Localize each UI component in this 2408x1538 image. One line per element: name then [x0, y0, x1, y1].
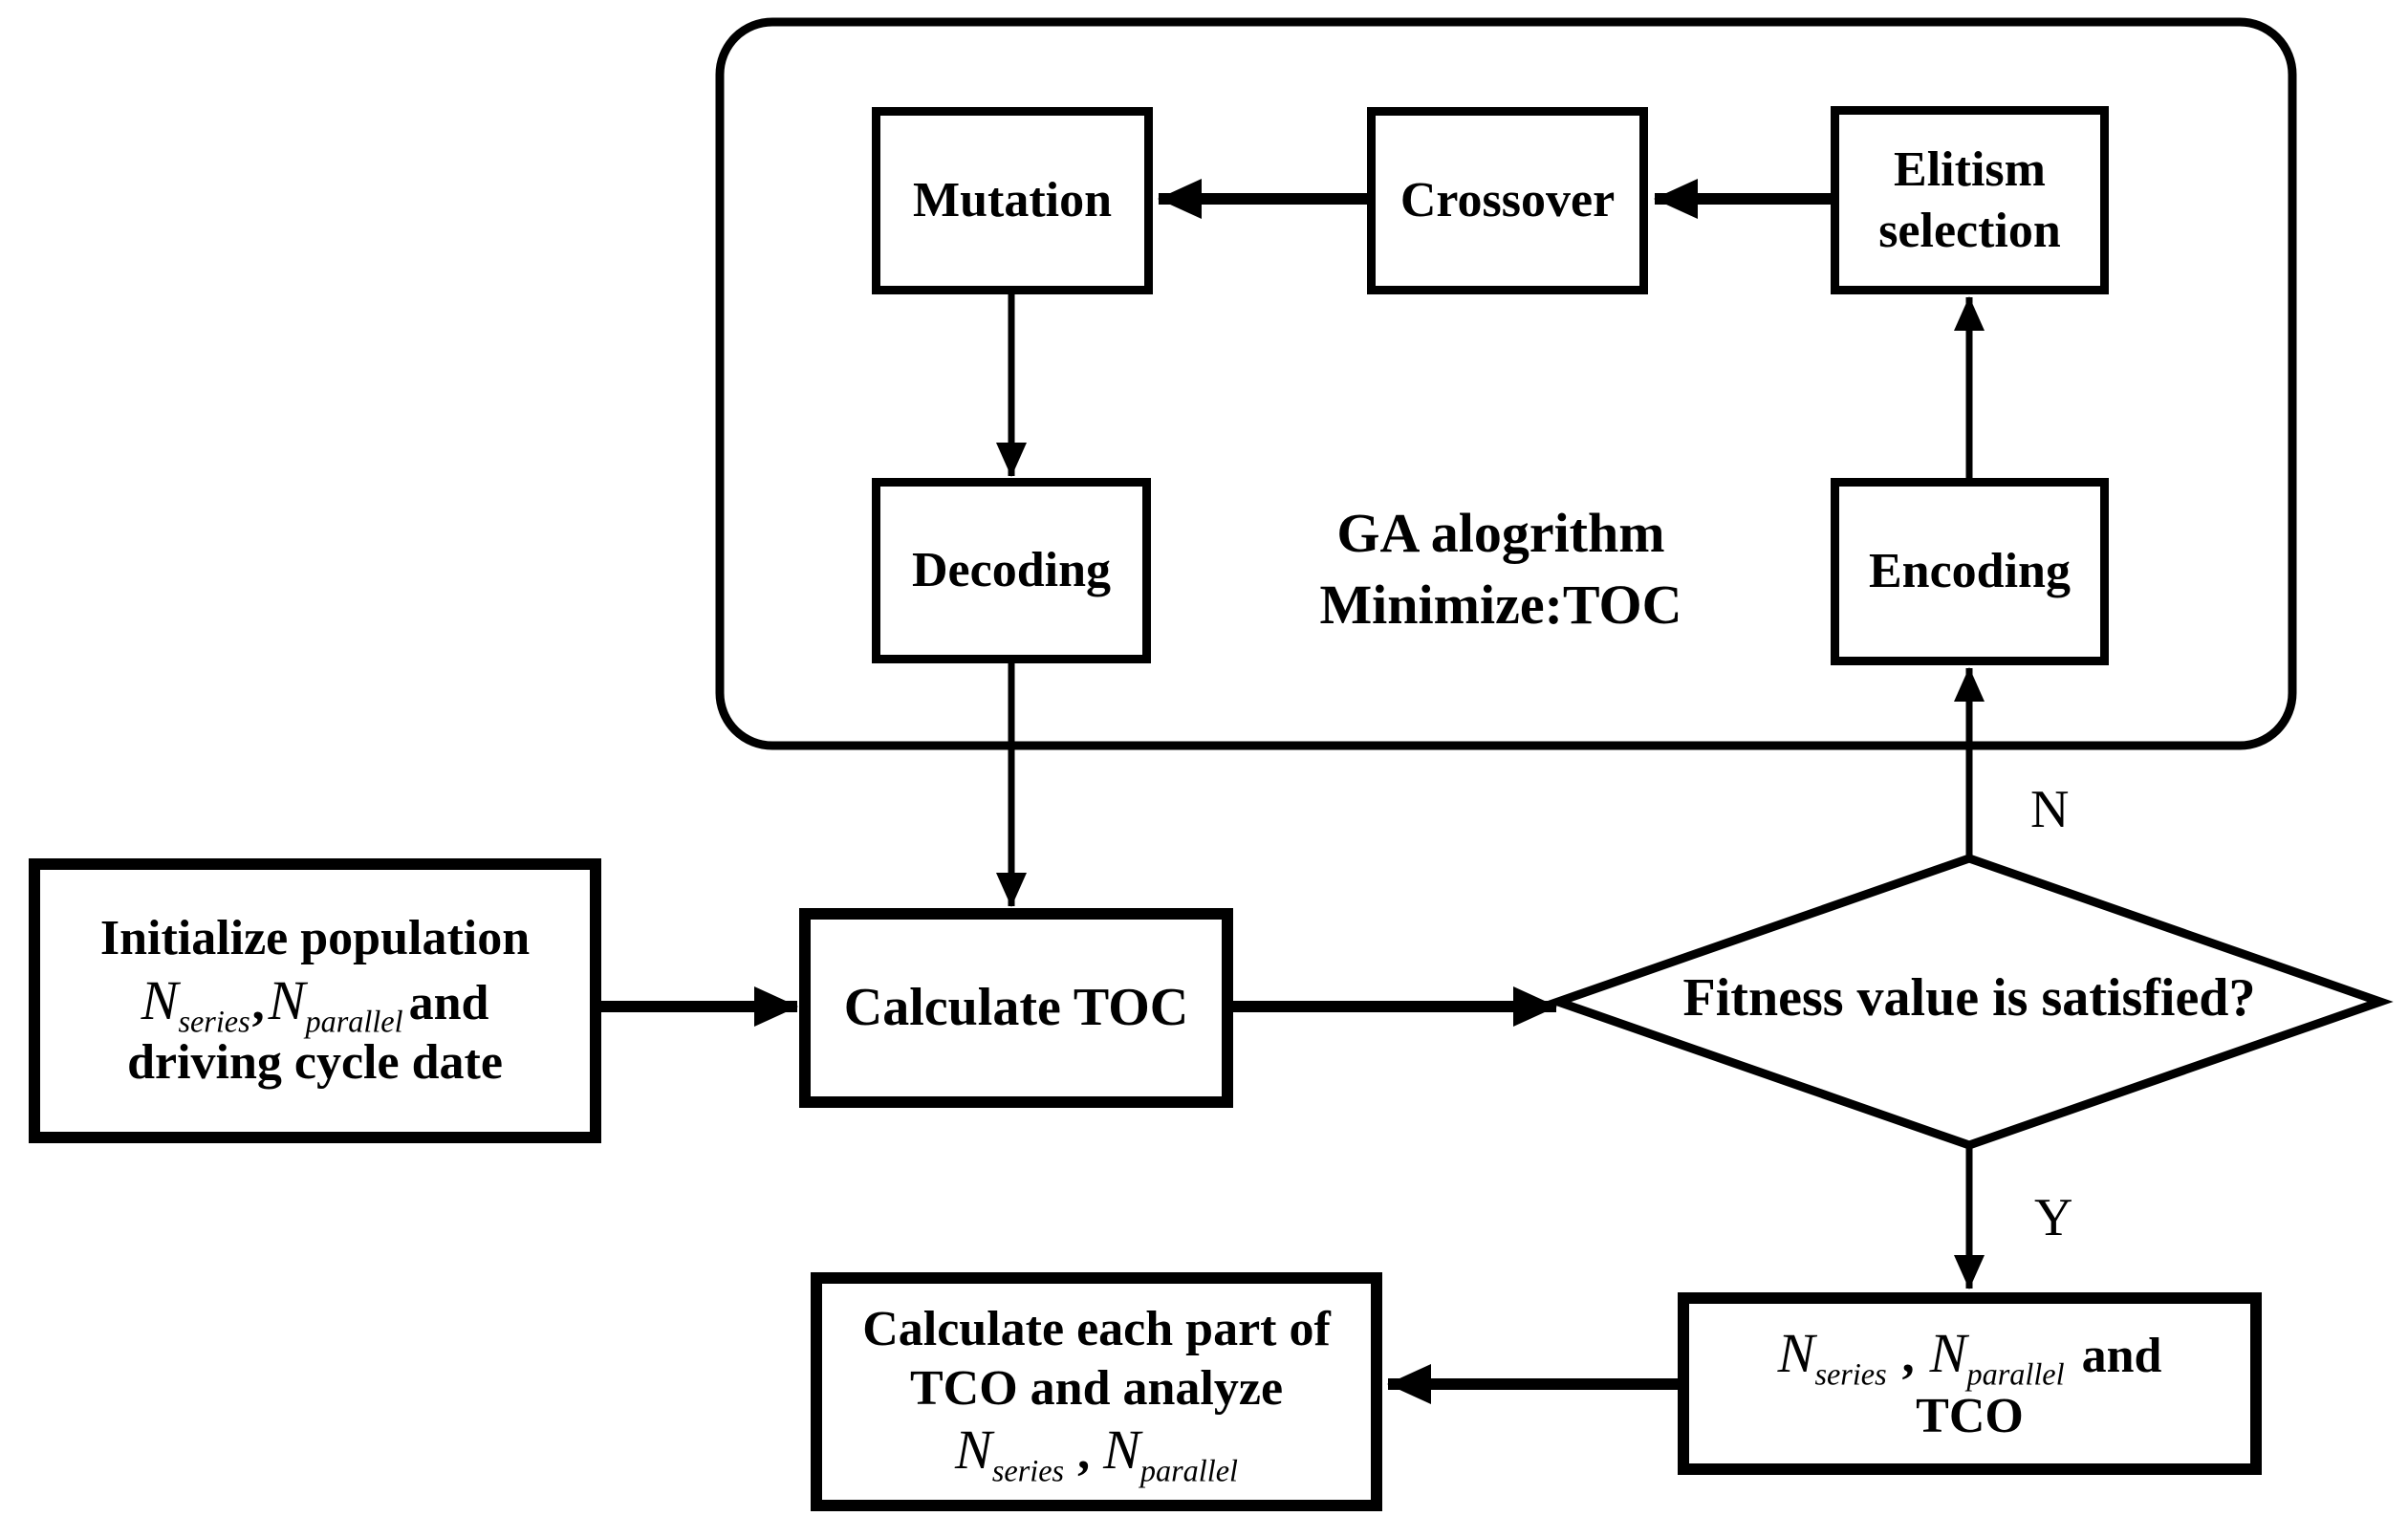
math-parallel-subscript: parallel — [305, 1004, 403, 1039]
math-comma: , — [1901, 1329, 1915, 1384]
decoding-label: Decoding — [912, 543, 1111, 598]
calculate-toc-label: Calculate TOC — [843, 978, 1189, 1038]
node-analyze-tco: Calculate each part of TCO and analyze N… — [811, 1272, 1382, 1511]
math-n-symbol: N — [955, 1419, 992, 1481]
result-math-line: Nseries, Nparallel and — [1777, 1320, 2162, 1390]
elitism-label-line1: Elitism — [1894, 142, 2046, 198]
encoding-label: Encoding — [1869, 544, 2071, 599]
mutation-label: Mutation — [913, 173, 1112, 228]
math-comma: , — [1077, 1425, 1091, 1480]
analyze-math-line: Nseries,Nparallel — [955, 1418, 1238, 1486]
analyze-line1: Calculate each part of — [862, 1302, 1331, 1357]
node-result-values: Nseries, Nparallel and TCO — [1678, 1292, 2262, 1475]
math-n-symbol: N — [1103, 1419, 1140, 1481]
math-series-subscript: series — [178, 1004, 250, 1039]
result-line2: TCO — [1916, 1389, 2024, 1444]
math-series-subscript: series — [991, 1453, 1065, 1488]
decision-question: Fitness value is satisfied? — [1682, 968, 2256, 1028]
ga-container-title: GA alogrithm Minimize:TOC — [1185, 497, 1816, 641]
node-elitism-selection: Elitism selection — [1831, 106, 2109, 294]
analyze-line2: TCO and analyze — [909, 1360, 1284, 1416]
elitism-label-line2: selection — [1878, 203, 2061, 258]
node-calculate-toc: Calculate TOC — [799, 908, 1233, 1108]
node-encoding: Encoding — [1831, 478, 2109, 665]
node-crossover: Crossover — [1367, 107, 1648, 294]
math-n-symbol: N — [1777, 1322, 1815, 1385]
no-branch-label: N — [2030, 780, 2070, 839]
math-parallel-subscript: parallel — [1966, 1356, 2065, 1392]
ga-title-line2: Minimize:TOC — [1319, 574, 1682, 637]
math-parallel-subscript: parallel — [1139, 1453, 1238, 1488]
math-and-word: and — [2081, 1329, 2162, 1384]
node-decoding: Decoding — [872, 478, 1151, 663]
yes-branch-label: Y — [2034, 1188, 2073, 1247]
math-n-symbol: N — [1929, 1322, 1967, 1385]
crossover-label: Crossover — [1399, 173, 1616, 228]
math-n-symbol: N — [268, 968, 306, 1031]
math-n-symbol: N — [141, 968, 179, 1031]
math-series-subscript: series — [1814, 1356, 1887, 1392]
initialize-line3: driving cycle date — [127, 1035, 503, 1091]
node-mutation: Mutation — [872, 107, 1153, 294]
initialize-line1: Initialize population — [99, 911, 531, 966]
math-and-word: and — [408, 975, 489, 1030]
math-comma: , — [251, 975, 265, 1030]
ga-title-line1: GA alogrithm — [1336, 502, 1665, 564]
ga-container-outline — [715, 17, 2297, 750]
